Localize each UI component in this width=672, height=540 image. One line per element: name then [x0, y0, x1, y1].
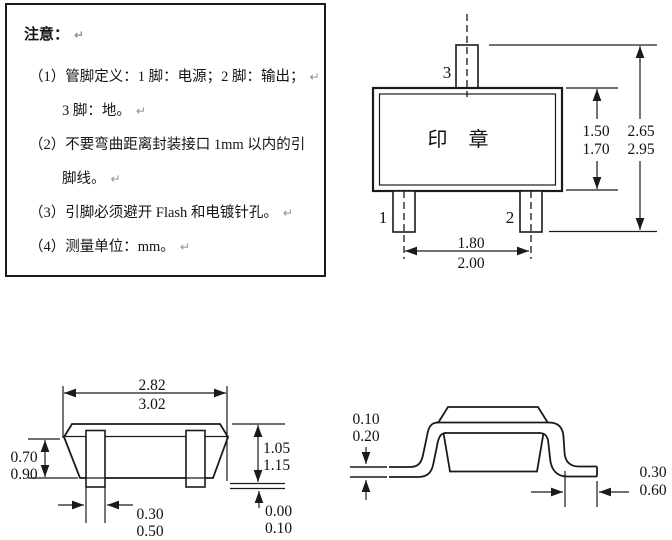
dim-standoff-min: 0.00	[265, 503, 292, 520]
pin1-label: 1	[379, 208, 388, 227]
dim-text-backing	[622, 119, 659, 161]
marking-text: 印 章	[428, 128, 497, 151]
package-body-top	[437, 406, 549, 424]
right-lead-inner-edge	[538, 432, 597, 478]
dim-text-backing	[579, 119, 614, 161]
pilcrow-return-mark: ↵	[110, 172, 121, 186]
note-line: （4）测量单位：mm。 ↵	[29, 230, 316, 264]
notes-title: 注意：	[24, 27, 70, 43]
dim-lead-width-max: 0.50	[136, 523, 163, 540]
pilcrow-return-mark: ↵	[309, 70, 320, 84]
note-text: （2）不要弯曲距离封装接口 1mm 以内的引	[29, 137, 306, 153]
pin1-lead	[85, 429, 106, 488]
dim-body-height-max: 1.15	[263, 457, 290, 474]
pilcrow-return-mark: ↵	[179, 240, 190, 254]
note-text: 3 脚：地。	[62, 103, 131, 119]
package-body-bottom	[442, 432, 545, 473]
left-lead-outer-edge	[389, 421, 439, 468]
dim-lead-thickness-max: 0.20	[352, 428, 379, 445]
pilcrow-return-mark: ↵	[135, 104, 146, 118]
notes-box: 注意： ↵ （1）管脚定义：1 脚：电源；2 脚：输出； ↵ 3 脚：地。 ↵ （2）…	[5, 3, 326, 277]
dim-foot-length-max: 0.60	[639, 482, 666, 499]
pilcrow-return-mark: ↵	[282, 206, 293, 220]
note-text: 脚线。	[62, 171, 106, 187]
note-line: （1）管脚定义：1 脚：电源；2 脚：输出； ↵	[29, 60, 320, 94]
notes-title-line: 注意： ↵	[24, 18, 316, 52]
dim-lead-height-min: 0.70	[10, 449, 37, 466]
side-view-drawing: 0.10 0.20 0.30 0.60	[350, 406, 667, 507]
note-text: （4）测量单位：mm。	[29, 239, 175, 255]
pin3-label: 3	[443, 63, 452, 82]
note-text: （3）引脚必须避开 Flash 和电镀针孔。	[29, 205, 278, 221]
pilcrow-return-mark: ↵	[74, 28, 85, 42]
left-lead-inner-edge	[389, 432, 447, 478]
dim-total-height-min: 2.65	[627, 123, 654, 140]
dim-pin-pitch-max: 2.00	[457, 255, 484, 272]
dim-body-width-min: 2.82	[138, 377, 165, 394]
right-lead-outer-edge	[548, 421, 597, 468]
note-line: （2）不要弯曲距离封装接口 1mm 以内的引	[29, 128, 316, 162]
note-line: 3 脚：地。 ↵	[62, 94, 316, 128]
pin2-lead	[185, 429, 206, 488]
note-line: （3）引脚必须避开 Flash 和电镀针孔。 ↵	[29, 196, 316, 230]
dim-body-height-min: 1.05	[263, 440, 290, 457]
dim-total-height-max: 2.95	[627, 141, 654, 158]
package-body-outline	[371, 86, 564, 193]
dim-pin-pitch-min: 1.80	[457, 235, 484, 252]
pin2-label: 2	[506, 208, 515, 227]
dim-body-height-min: 1.50	[582, 123, 609, 140]
note-text: （1）管脚定义：1 脚：电源；2 脚：输出；	[29, 69, 305, 85]
note-line: 脚线。 ↵	[62, 162, 316, 196]
dim-standoff-max: 0.10	[265, 520, 292, 537]
dim-foot-length-min: 0.30	[639, 464, 666, 481]
top-view-drawing: 印 章 3 1 2 1.50 1.70 2.65 2.95 1.80 2.00	[371, 14, 659, 272]
dim-body-height-max: 1.70	[582, 141, 609, 158]
dim-lead-width-min: 0.30	[136, 506, 163, 523]
dim-lead-thickness-min: 0.10	[352, 411, 379, 428]
dim-lead-height-max: 0.90	[10, 466, 37, 483]
dim-body-width-max: 3.02	[138, 396, 165, 413]
front-view-drawing: 2.82 3.02 0.70 0.90 1.05 1.15 0.00 0.10 …	[10, 377, 292, 540]
